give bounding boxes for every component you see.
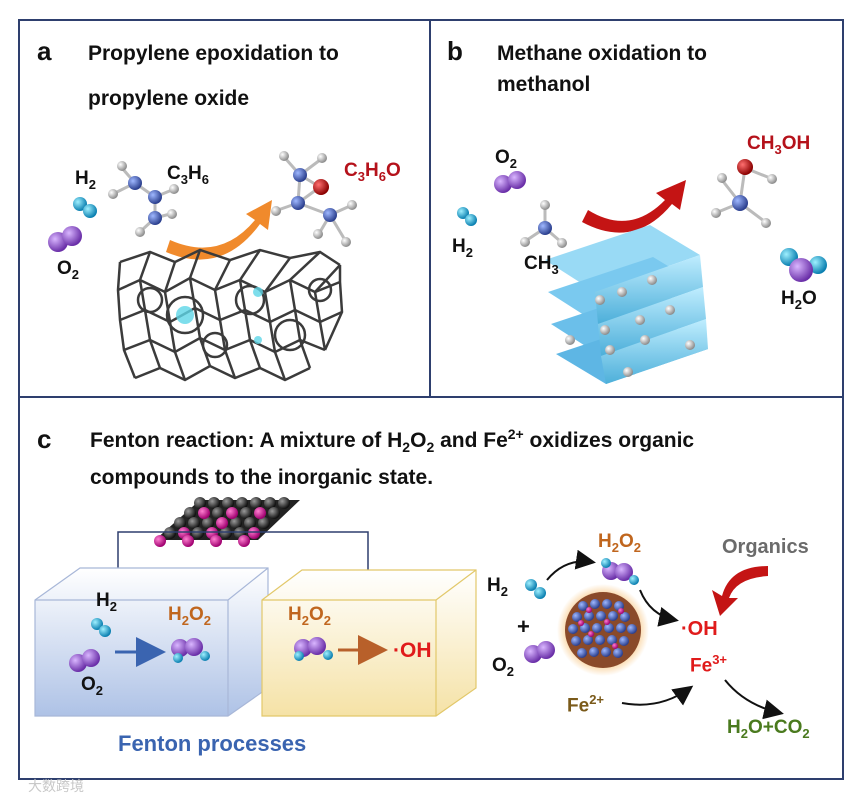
scheme-h2o2-label: H2O2 xyxy=(598,531,641,555)
arrow-organics xyxy=(712,566,768,616)
connector-line xyxy=(117,531,369,582)
scheme-plus-label: + xyxy=(517,614,530,639)
box-right xyxy=(261,569,477,717)
panel-b-reaction-arrow xyxy=(582,180,686,233)
catalyst-channel-bundle xyxy=(545,225,708,384)
panel-b-h2-label: H2 xyxy=(452,236,473,260)
scheme-oh-label: ·OH xyxy=(681,618,718,640)
zeolite-framework xyxy=(116,248,344,382)
panel-b-ch3-label: CH3 xyxy=(524,253,559,277)
arrow-h2-to-h2o2 xyxy=(546,549,596,581)
panel-c-frame xyxy=(18,396,844,780)
arrow-h2o2-to-oh xyxy=(639,589,679,627)
panel-a-title-line1: Propylene epoxidation to xyxy=(88,42,339,65)
scheme-molecules xyxy=(524,558,639,663)
box-right-oh-label: ·OH xyxy=(393,639,432,662)
panel-b-title-line2: methanol xyxy=(497,73,591,96)
panel-c-letter: c xyxy=(37,424,52,454)
panel-a-o2-label: O2 xyxy=(57,258,80,282)
scheme-o2-label: O2 xyxy=(492,655,515,679)
panel-a-letter: a xyxy=(37,36,52,66)
box-left-h2o2-label: H2O2 xyxy=(168,604,211,628)
scheme-fe2-label: Fe2+ xyxy=(567,692,605,717)
box-left-o2-label: O2 xyxy=(81,674,104,698)
arrow-fe3-to-products xyxy=(724,679,784,720)
panel-b-letter: b xyxy=(447,36,463,66)
fenton-processes-label: Fenton processes xyxy=(118,731,307,756)
panel-a-h2-label: H2 xyxy=(75,168,96,192)
panel-a-molecules xyxy=(48,151,357,252)
panel-b-h2o-label: H2O xyxy=(781,288,817,312)
panel-a-c3h6o-label: C3H6O xyxy=(344,160,401,184)
panel-a-c3h6-label: C3H6 xyxy=(167,163,209,187)
zeolite-active-sites xyxy=(176,287,263,344)
scheme-h2-label: H2 xyxy=(487,575,508,599)
scheme-fe3-label: Fe3+ xyxy=(690,652,728,677)
panel-b-title-line1: Methane oxidation to xyxy=(497,42,707,65)
box-right-molecules xyxy=(294,637,333,661)
scheme-organics-label: Organics xyxy=(722,536,809,558)
catalyst-sheet xyxy=(154,497,300,547)
panel-b-ch3oh-label: CH3OH xyxy=(747,133,811,157)
panel-b-o2-label: O2 xyxy=(495,147,518,171)
panel-a-reaction-arrow xyxy=(166,200,272,260)
box-left-molecules xyxy=(69,618,210,672)
panel-b-molecules xyxy=(457,159,827,282)
panel-c-title-line2: compounds to the inorganic state. xyxy=(90,466,434,489)
scheme-products-label: H2O+CO2 xyxy=(727,717,810,741)
panel-a-title-line2: propylene oxide xyxy=(88,87,250,110)
iron-nanoparticle xyxy=(557,584,649,676)
box-left-h2-label: H2 xyxy=(96,590,117,614)
box-left xyxy=(34,567,269,717)
watermark: 大数跨境 xyxy=(28,778,84,794)
box-right-h2o2-label: H2O2 xyxy=(288,604,331,628)
arrow-fe2-to-fe3 xyxy=(621,685,694,706)
panel-c-title-line1: Fenton reaction: A mixture of H2O2 and F… xyxy=(90,426,695,456)
